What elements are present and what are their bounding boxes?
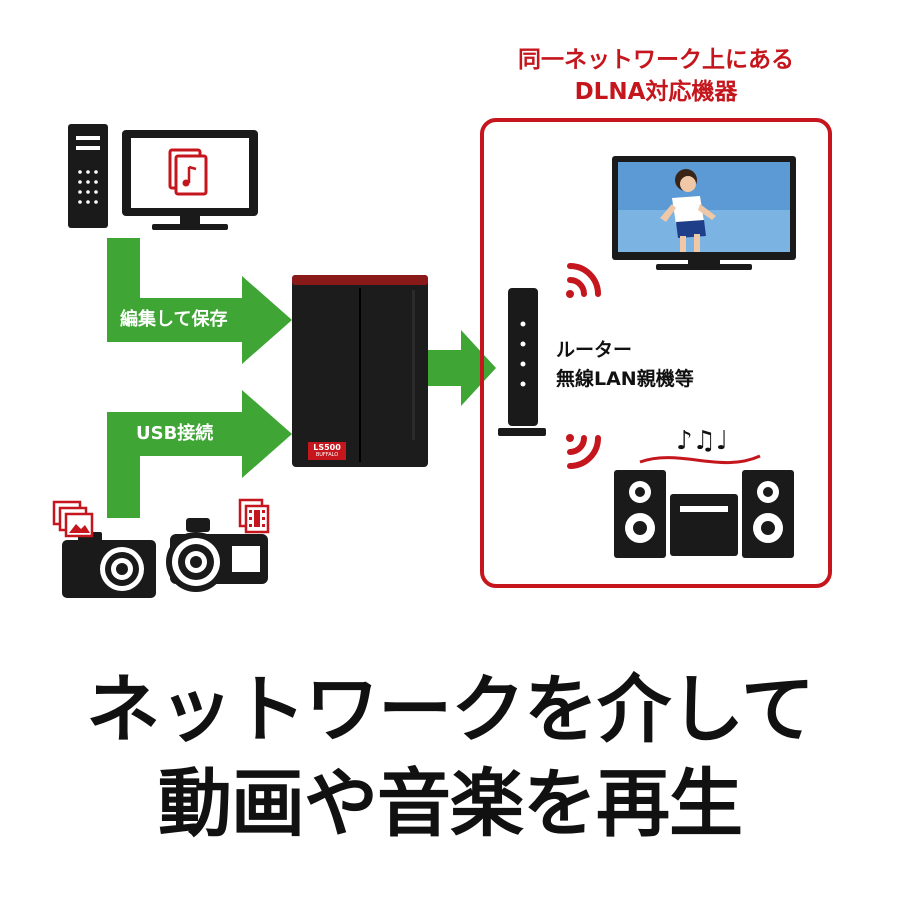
- router-sublabel: 無線LAN親機等: [556, 368, 694, 390]
- audio-system-icon: [614, 454, 794, 558]
- music-file-icon: [168, 148, 208, 196]
- save-arrow: [107, 238, 292, 364]
- router-label: ルーター: [556, 339, 633, 361]
- digital-camera-icon: [62, 532, 156, 598]
- photo-stack-icon: [52, 500, 94, 538]
- caption-line2: 動画や音楽を再生: [158, 761, 743, 847]
- wifi-signal-icon: [566, 263, 601, 298]
- dlna-box-title-line1: 同一ネットワーク上にある: [518, 47, 794, 73]
- router-icon: [498, 288, 546, 436]
- network-arrow: [428, 330, 496, 406]
- tv-icon: [612, 156, 796, 270]
- dlna-box-title-line2: DLNA対応機器: [574, 79, 738, 105]
- caption-line1: ネットワークを介して: [86, 667, 815, 753]
- wifi-signal-icon: [566, 434, 601, 469]
- nas-model-label: LS500: [313, 443, 341, 452]
- save-arrow-label: 編集して保存: [120, 309, 228, 330]
- music-notes: ♪♫♩: [676, 426, 729, 456]
- video-file-icon: [238, 498, 270, 534]
- usb-arrow: [107, 390, 292, 518]
- nas-brand-label: BUFFALO: [315, 452, 339, 458]
- dlna-devices-box: [480, 118, 832, 588]
- video-camera-icon: [166, 518, 268, 592]
- pc-tower-icon: [68, 124, 108, 228]
- nas-device-icon: [292, 275, 428, 467]
- usb-arrow-label: USB接続: [136, 423, 214, 444]
